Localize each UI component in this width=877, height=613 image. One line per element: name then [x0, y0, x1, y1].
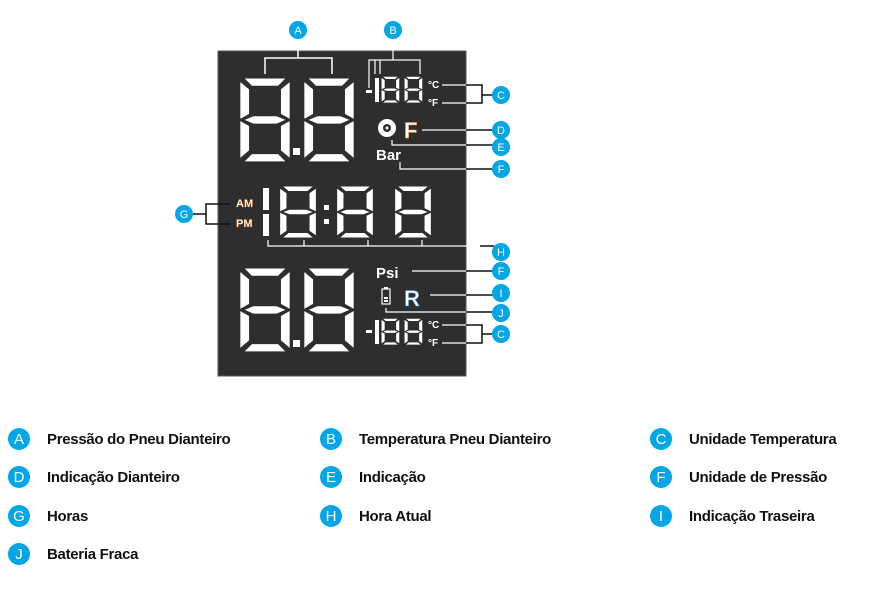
legend-badge: D [8, 466, 30, 488]
legend-item-d: D Indicação Dianteiro [8, 465, 180, 489]
legend-item-e: E Indicação [320, 465, 426, 489]
legend-item-j: J Bateria Fraca [8, 542, 138, 566]
svg-text:E: E [497, 142, 504, 154]
legend-label: Indicação Dianteiro [47, 468, 180, 486]
psi-unit: Psi [376, 265, 399, 282]
rear-degf-label: °F [428, 338, 438, 349]
legend-badge: F [650, 466, 672, 488]
legend-item-g: G Horas [8, 504, 88, 528]
battery-icon [381, 287, 391, 305]
bar-unit: Bar [376, 147, 401, 164]
legend-item-f: F Unidade de Pressão [650, 465, 827, 489]
svg-text:B: B [389, 25, 396, 37]
legend-label: Hora Atual [359, 507, 432, 525]
legend-item-h: H Hora Atual [320, 504, 432, 528]
svg-text:I: I [499, 288, 502, 300]
svg-text:F: F [498, 164, 505, 176]
legend-item-i: I Indicação Traseira [650, 504, 815, 528]
am-label: AM [236, 198, 253, 210]
svg-text:C: C [497, 90, 505, 102]
legend-label: Horas [47, 507, 89, 525]
bracket-h [267, 240, 480, 247]
front-indicator: F [404, 118, 417, 143]
callout-c-front: C [492, 86, 510, 104]
front-pressure-digits [240, 78, 354, 162]
bracket-b [368, 40, 421, 88]
legend-badge: C [650, 428, 672, 450]
legend-label: Indicação [359, 468, 426, 486]
front-temp-digits: °C °F [366, 76, 439, 109]
leaders-outside [192, 84, 494, 344]
callout-d: D [492, 121, 510, 139]
rear-pressure-digits [240, 268, 354, 352]
callout-f-bottom: F [492, 262, 510, 280]
svg-text:J: J [498, 308, 504, 320]
callout-c-rear: C [492, 325, 510, 343]
clock-digits [263, 186, 431, 238]
lcd-diagram: °C °F F Bar AM PM Psi R [175, 21, 510, 377]
svg-text:A: A [294, 25, 302, 37]
legend-label: Indicação Traseira [689, 507, 815, 525]
legend-label: Temperatura Pneu Dianteiro [359, 430, 551, 448]
bracket-a [264, 38, 333, 74]
callout-j: J [492, 304, 510, 322]
legend-badge: I [650, 505, 672, 527]
svg-text:C: C [497, 329, 505, 341]
legend-badge: G [8, 505, 30, 527]
legend-label: Bateria Fraca [47, 545, 139, 563]
rear-degc-label: °C [428, 320, 439, 331]
legend-item-a: A Pressão do Pneu Dianteiro [8, 427, 231, 451]
svg-text:F: F [498, 266, 505, 278]
legend-badge: B [320, 428, 342, 450]
legend-badge: H [320, 505, 342, 527]
rear-temp-digits: °C °F [366, 318, 439, 349]
callout-h: H [492, 243, 510, 261]
callout-i: I [492, 284, 510, 302]
leaders-inside [385, 84, 466, 344]
svg-text:G: G [180, 209, 189, 221]
front-degf-label: °F [428, 98, 438, 109]
svg-text:H: H [497, 247, 505, 259]
legend-label: Unidade de Pressão [689, 468, 827, 486]
rear-indicator: R [404, 286, 420, 311]
legend-item-b: B Temperatura Pneu Dianteiro [320, 427, 551, 451]
legend-item-c: C Unidade Temperatura [650, 427, 837, 451]
callout-f-top: F [492, 160, 510, 178]
tire-icon [378, 119, 396, 137]
callout-a: A [289, 21, 307, 39]
callout-e: E [492, 138, 510, 156]
legend-badge: A [8, 428, 30, 450]
legend-badge: E [320, 466, 342, 488]
callout-g: G [175, 205, 193, 223]
callout-b: B [384, 21, 402, 39]
lcd-screen [217, 50, 467, 377]
front-degc-label: °C [428, 80, 439, 91]
svg-text:D: D [497, 125, 505, 137]
legend-badge: J [8, 543, 30, 565]
legend-label: Unidade Temperatura [689, 430, 837, 448]
legend-label: Pressão do Pneu Dianteiro [47, 430, 231, 448]
pm-label: PM [236, 218, 253, 230]
